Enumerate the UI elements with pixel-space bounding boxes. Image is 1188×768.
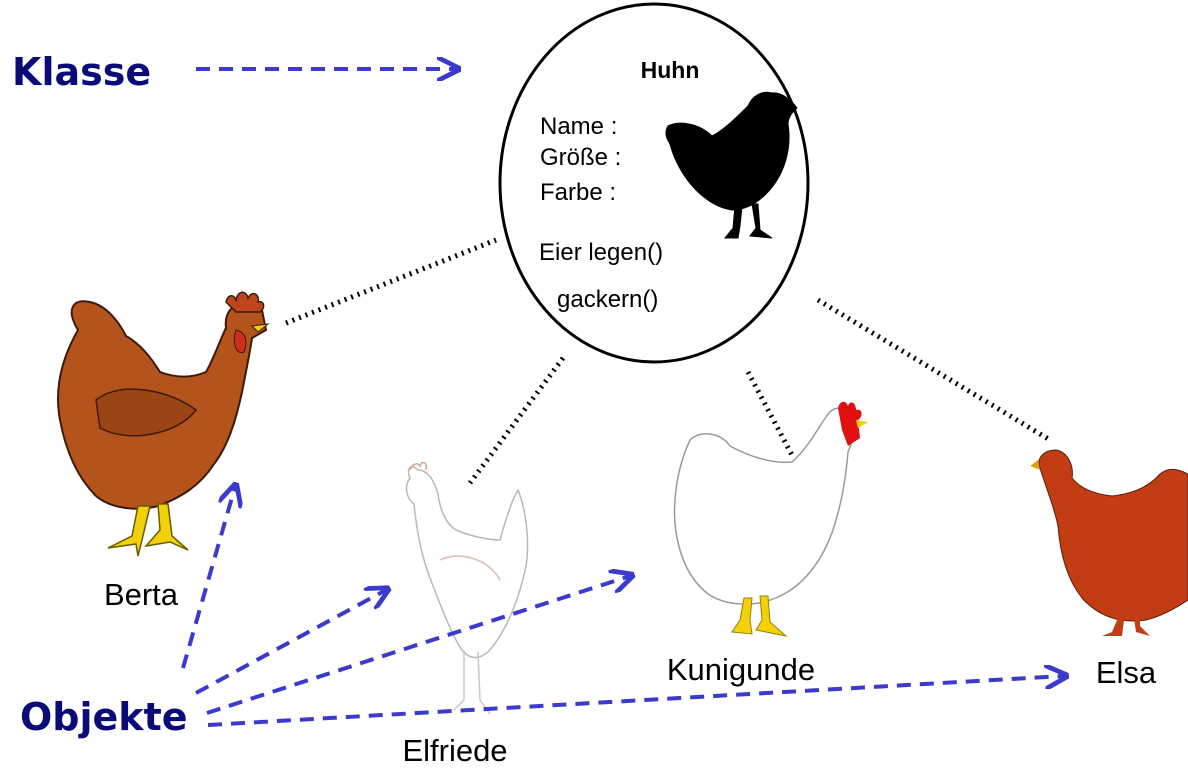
object-name-elsa: Elsa xyxy=(1096,655,1157,690)
attribute-color: Farbe : xyxy=(540,179,616,206)
hen-kunigunde-icon xyxy=(675,402,868,636)
method-lay-eggs: Eier legen() xyxy=(539,239,663,266)
object-name-kunigunde: Kunigunde xyxy=(667,652,815,687)
attribute-size: Größe : xyxy=(540,144,621,171)
object-name-elfriede: Elfriede xyxy=(402,733,507,768)
attribute-name: Name : xyxy=(540,113,617,140)
hen-berta-icon xyxy=(58,292,268,556)
arrow-objekte-to-elfriede xyxy=(196,590,386,693)
objekte-label: Objekte xyxy=(20,695,188,739)
object-name-berta: Berta xyxy=(104,577,179,612)
klasse-label: Klasse xyxy=(12,50,151,94)
line-to-kunigunde xyxy=(748,372,793,457)
line-to-elfriede xyxy=(470,358,563,483)
arrow-objekte-to-kunigunde xyxy=(207,576,630,713)
line-to-berta xyxy=(286,240,496,323)
hen-elfriede-icon xyxy=(407,463,528,714)
class-title: Huhn xyxy=(641,57,700,83)
arrow-objekte-to-berta xyxy=(183,487,235,668)
hen-elsa-icon xyxy=(1030,450,1188,636)
method-cackle: gackern() xyxy=(557,286,658,313)
arrow-objekte-to-elsa xyxy=(208,676,1064,725)
